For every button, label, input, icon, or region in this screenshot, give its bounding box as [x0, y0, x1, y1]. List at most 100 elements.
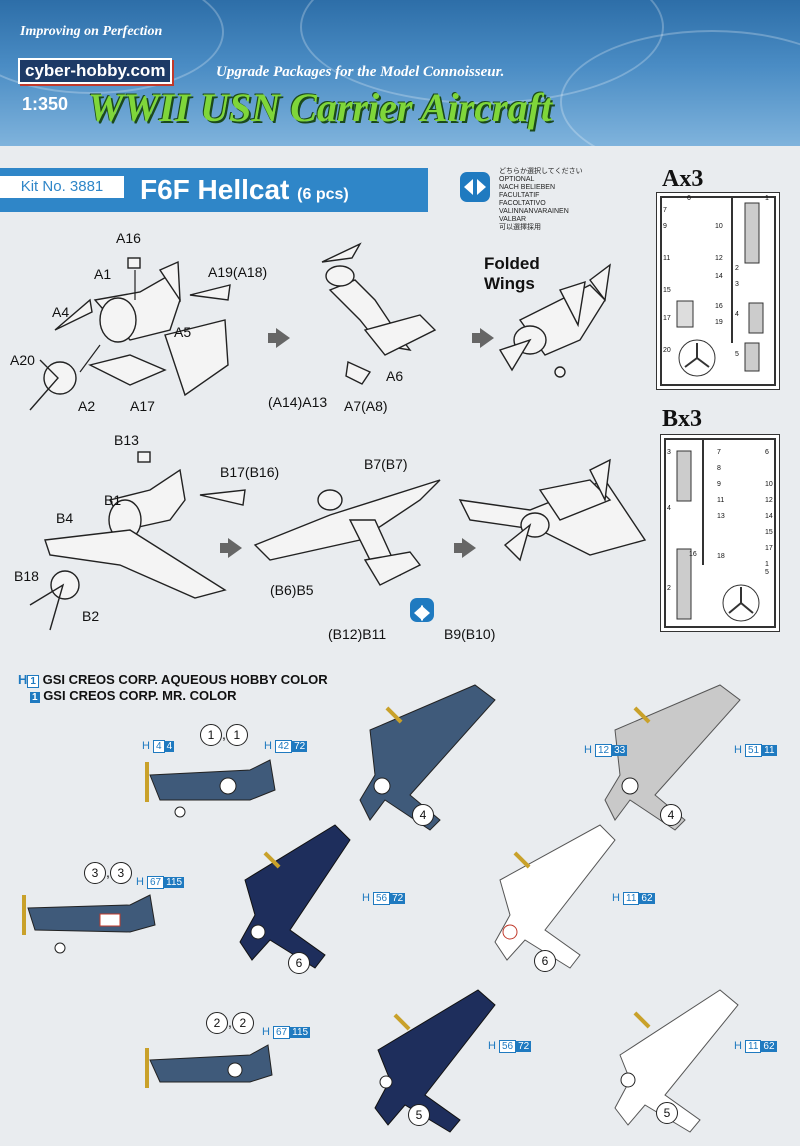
wing-part — [676, 300, 694, 328]
sprue-number: 2 — [667, 585, 671, 592]
propeller-blade-drawing — [54, 298, 93, 331]
part-label: B2 — [82, 608, 100, 624]
drop-tank-drawing — [345, 360, 372, 385]
kit-title: F6F Hellcat — [140, 174, 290, 205]
propeller-drawing — [503, 523, 532, 562]
wheel-drawing — [554, 366, 566, 378]
mr-code: 62 — [761, 1041, 777, 1052]
part-label: A7(A8) — [344, 398, 388, 414]
star-insignia-icon — [373, 777, 391, 795]
tail-drawing — [158, 260, 181, 303]
sprue-b-frame — [664, 438, 776, 628]
propeller-part — [678, 339, 716, 377]
part-label: A2 — [78, 398, 96, 414]
kit-count: (6 pcs) — [297, 186, 349, 203]
aqueous-label: GSI CREOS CORP. AQUEOUS HOBBY COLOR — [42, 672, 328, 687]
sprue-number: 17 — [765, 545, 773, 552]
sprue-number: 4 — [735, 311, 739, 318]
sprue-number: 2 — [735, 265, 739, 272]
part-label: B7(B7) — [364, 456, 408, 472]
engine-cowl-drawing — [99, 297, 137, 343]
optional-line: VALINNANVARAINEN — [499, 208, 569, 215]
propeller-icon — [393, 1013, 411, 1031]
assembly-arrows-a — [79, 270, 136, 373]
step-arrow-icon — [268, 328, 290, 348]
sprue-number: 18 — [717, 553, 725, 560]
aircraft-body — [27, 894, 156, 933]
assembly-a-exploded — [29, 257, 231, 411]
optional-line: OPTIONAL — [499, 176, 535, 183]
part-label: A5 — [174, 324, 192, 340]
aqueous-code: 11 — [745, 1040, 762, 1053]
scheme-number: 4 — [660, 804, 682, 826]
scheme-number: 3 — [109, 862, 132, 884]
engine-cowl-drawing — [325, 265, 355, 287]
mr-code: 11 — [762, 745, 777, 756]
part-label: A1 — [94, 266, 112, 282]
propeller-icon — [633, 1011, 651, 1029]
sprue-number: 4 — [667, 505, 671, 512]
aircraft-body — [494, 824, 616, 969]
scale-label: 1:350 — [22, 94, 69, 114]
aqueous-code: 11 — [623, 892, 640, 905]
scheme-callout-1: 1,1 — [200, 724, 248, 746]
wing-part — [748, 302, 764, 334]
mr-code: 72 — [292, 741, 308, 752]
aircraft-body — [149, 1044, 273, 1083]
sprue-b-label: Bx3 — [662, 406, 703, 432]
sprue-number: 14 — [765, 513, 773, 520]
star-insignia-icon — [621, 777, 639, 795]
aqueous-code: 67 — [273, 1026, 291, 1039]
scheme-callout-3: 3,3 — [84, 862, 132, 884]
aircraft-body — [604, 684, 741, 831]
sprue-a-label: Ax3 — [662, 166, 704, 192]
sprue-number: 14 — [715, 273, 723, 280]
optional-choice-icon — [410, 598, 434, 622]
sprue-number: 5 — [765, 569, 769, 576]
optional-line: 可以選擇採用 — [499, 224, 541, 231]
scheme-number: 4 — [412, 804, 434, 826]
part-label: B4 — [56, 510, 74, 526]
sprue-number: 11 — [717, 497, 725, 504]
scheme-number: 6 — [288, 952, 310, 974]
aqueous-code: 56 — [373, 892, 391, 905]
part-label: B13 — [114, 432, 139, 448]
scheme-number: 5 — [408, 1104, 430, 1126]
star-insignia-icon — [227, 1062, 243, 1078]
scheme-number: 2 — [231, 1012, 254, 1034]
sprue-number: 7 — [663, 207, 667, 214]
fuselage-part — [744, 342, 760, 372]
star-insignia-icon — [502, 924, 518, 940]
sprue-b-diagram: 6 7 8 9 10 11 12 13 14 15 17 18 1 5 3 4 … — [660, 434, 780, 632]
propeller-blade — [684, 357, 698, 368]
part-label: B1 — [104, 492, 122, 508]
header-banner: Improving on Perfection cyber-hobby.com … — [0, 0, 800, 146]
mr-code: 115 — [164, 877, 185, 888]
propeller-drawing — [321, 242, 362, 263]
part-label: A6 — [386, 368, 404, 384]
star-insignia-icon — [379, 1075, 393, 1089]
mr-code: 72 — [390, 893, 406, 904]
assembly-line — [79, 344, 101, 373]
propeller-icon — [633, 706, 651, 724]
assembly-a-folded — [498, 263, 611, 378]
sprue-number: 3 — [667, 449, 671, 456]
sprue-number: 13 — [717, 513, 725, 520]
aqueous-tag: H — [18, 672, 28, 687]
aqueous-code: 12 — [595, 744, 613, 757]
aircraft-body — [239, 824, 351, 969]
mr-label: GSI CREOS CORP. MR. COLOR — [43, 688, 237, 703]
aqueous-code: 42 — [275, 740, 293, 753]
propeller-icon — [145, 762, 149, 802]
kit-number: Kit No. 3881 — [0, 176, 124, 198]
sprue-b-runner — [664, 438, 776, 628]
wing-part — [676, 548, 692, 620]
sprue-number: 10 — [715, 223, 723, 230]
propeller-icon — [263, 851, 281, 869]
assembly-a-mid — [321, 242, 437, 385]
step-arrow-icon — [454, 538, 476, 558]
optional-line: VALBAR — [499, 216, 527, 223]
sprue-number: 16 — [689, 551, 697, 558]
